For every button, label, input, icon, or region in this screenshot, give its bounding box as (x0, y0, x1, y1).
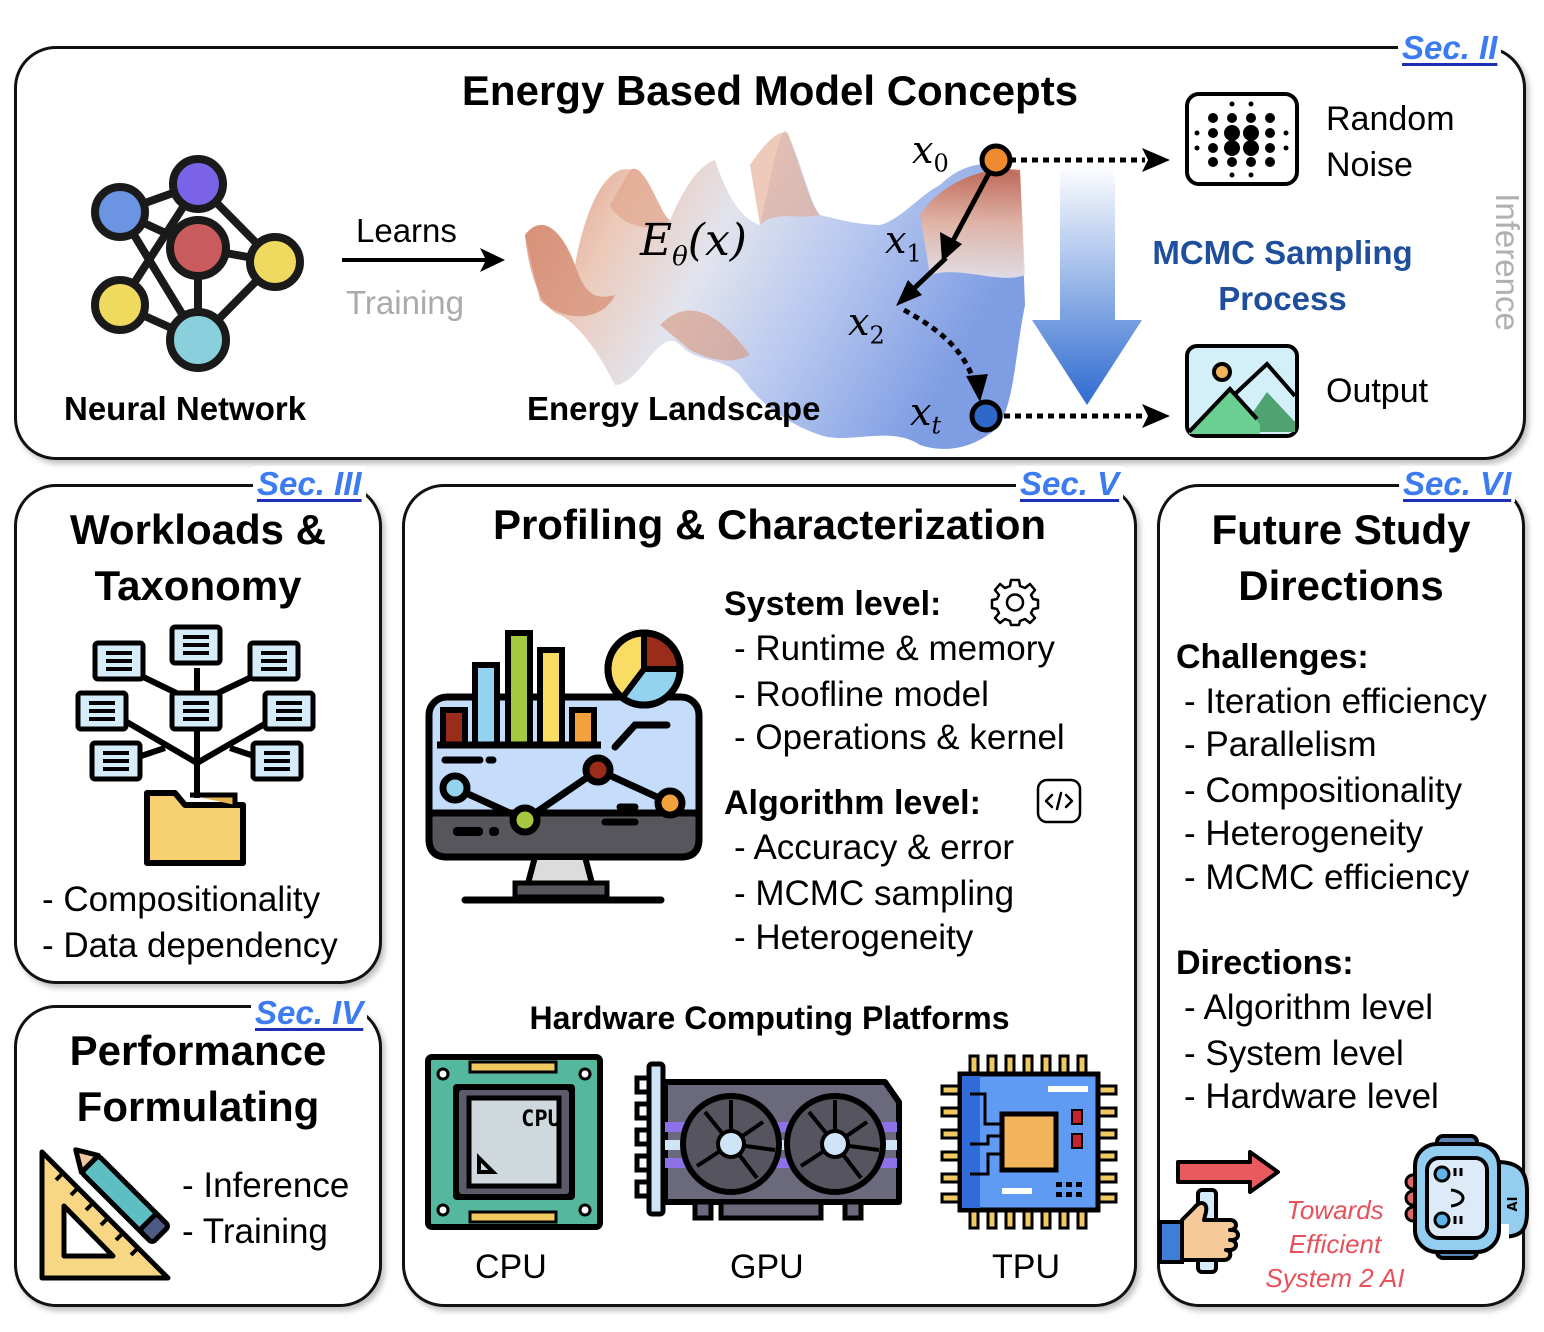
hardware-platforms-heading: Hardware Computing Platforms (529, 1000, 1010, 1036)
mcmc-down-arrow (1032, 165, 1142, 405)
hardware-label-tpu: TPU (992, 1248, 1060, 1286)
nn-node-red (166, 216, 230, 280)
directions-heading: Directions: (1176, 944, 1354, 982)
challenges-heading: Challenges: (1176, 638, 1369, 676)
tagline-line2: Efficient (1288, 1229, 1382, 1259)
nn-node-yellow-left (91, 276, 149, 334)
ebm-title: Energy Based Model Concepts (461, 67, 1079, 114)
direction-item: - System level (1184, 1034, 1404, 1073)
mcmc-label-line2: Process (1218, 280, 1347, 317)
hardware-label-cpu: CPU (475, 1248, 547, 1286)
output-image-icon (1185, 344, 1299, 438)
state-xt-node (969, 399, 1003, 433)
performance-title: Performance Formulating (14, 1023, 382, 1135)
state-xt-label: xt (910, 390, 942, 440)
nn-node-purple (169, 155, 227, 213)
mcmc-trajectory (896, 143, 1170, 433)
direction-item: - Algorithm level (1184, 988, 1433, 1027)
neural-network-label: Neural Network (64, 390, 307, 427)
robot-ai-icon: AI (1404, 1134, 1529, 1260)
section-link-iv[interactable]: Sec. IV (251, 995, 368, 1031)
workloads-title-line2: Taxonomy (94, 562, 302, 609)
state-x0-node (979, 143, 1013, 177)
workloads-title: Workloads & Taxonomy (14, 502, 382, 614)
analytics-monitor-icon (425, 629, 703, 904)
inference-vertical-label: Inference (1489, 193, 1526, 331)
energy-landscape-label: Energy Landscape (527, 390, 821, 427)
cpu-chip-text: CPU (521, 1107, 561, 1132)
nn-node-cyan (166, 308, 230, 372)
algorithm-item-accuracy-error: - Accuracy & error (734, 828, 1015, 867)
performance-title-line2: Formulating (76, 1083, 320, 1130)
mcmc-sampling-label: MCMC Sampling Process (1130, 230, 1435, 322)
workloads-item-compositionality: - Compositionality (42, 880, 321, 919)
ruler-pencil-icon (39, 1147, 171, 1281)
mcmc-label-line1: MCMC Sampling (1152, 234, 1413, 271)
tagline-line3: System 2 AI (1265, 1263, 1405, 1293)
state-x0-label: x0 (912, 128, 949, 178)
gear-icon (990, 578, 1040, 627)
random-noise-label-line1: Random (1326, 100, 1455, 138)
performance-item-training: - Training (182, 1212, 328, 1251)
section-link-ii[interactable]: Sec. II (1398, 30, 1502, 66)
workloads-item-data-dependency: - Data dependency (42, 926, 338, 965)
challenge-item: - Heterogeneity (1184, 814, 1424, 853)
random-noise-icon (1185, 92, 1299, 186)
hand-direction-sign-icon (1158, 1150, 1280, 1274)
section-link-v[interactable]: Sec. V (1016, 466, 1124, 502)
code-icon (1036, 778, 1082, 824)
algorithm-level-heading: Algorithm level: (724, 784, 981, 822)
challenge-item: - Compositionality (1184, 771, 1463, 810)
nn-node-blue (91, 183, 149, 241)
cpu-icon: CPU (425, 1054, 603, 1230)
hardware-label-gpu: GPU (730, 1248, 804, 1286)
workloads-title-line1: Workloads & (70, 506, 326, 553)
system-item-runtime-memory: - Runtime & memory (734, 629, 1055, 668)
performance-item-inference: - Inference (182, 1166, 350, 1205)
section-link-vi[interactable]: Sec. VI (1399, 466, 1516, 502)
future-title-line2: Directions (1238, 562, 1444, 609)
system-level-heading: System level: (724, 585, 942, 623)
training-label: Training (346, 284, 464, 321)
profiling-title: Profiling & Characterization (492, 501, 1047, 548)
state-x2-label: x2 (848, 300, 885, 350)
learns-arrow (342, 248, 505, 272)
random-noise-label: Random Noise (1326, 96, 1455, 188)
system2-ai-tagline: Towards Efficient System 2 AI (1250, 1193, 1420, 1295)
energy-landscape-surface (525, 130, 1025, 449)
algorithm-item-mcmc-sampling: - MCMC sampling (734, 874, 1015, 913)
learns-label: Learns (356, 212, 457, 249)
taxonomy-tree-icon (75, 624, 316, 866)
energy-function-label: Eθ(x) (640, 215, 747, 272)
tpu-icon (940, 1054, 1118, 1230)
performance-title-line1: Performance (69, 1027, 327, 1074)
future-title-line1: Future Study (1211, 506, 1471, 553)
system-item-roofline: - Roofline model (734, 675, 989, 714)
challenge-item: - Iteration efficiency (1184, 682, 1487, 721)
state-x1-label: x1 (885, 218, 922, 268)
challenge-item: - Parallelism (1184, 725, 1377, 764)
robot-ai-tag: AI (1506, 1197, 1521, 1212)
output-label: Output (1326, 372, 1429, 410)
random-noise-label-line2: Noise (1326, 146, 1413, 184)
system-item-operations-kernel: - Operations & kernel (734, 718, 1065, 757)
algorithm-item-heterogeneity: - Heterogeneity (734, 918, 974, 957)
gpu-icon (634, 1061, 902, 1221)
section-link-iii[interactable]: Sec. III (253, 466, 366, 502)
challenge-item: - MCMC efficiency (1184, 858, 1470, 897)
future-title: Future Study Directions (1157, 502, 1525, 614)
tagline-line1: Towards (1286, 1195, 1384, 1225)
direction-item: - Hardware level (1184, 1077, 1439, 1116)
nn-node-yellow-right (246, 233, 304, 291)
neural-network-icon (91, 155, 304, 372)
